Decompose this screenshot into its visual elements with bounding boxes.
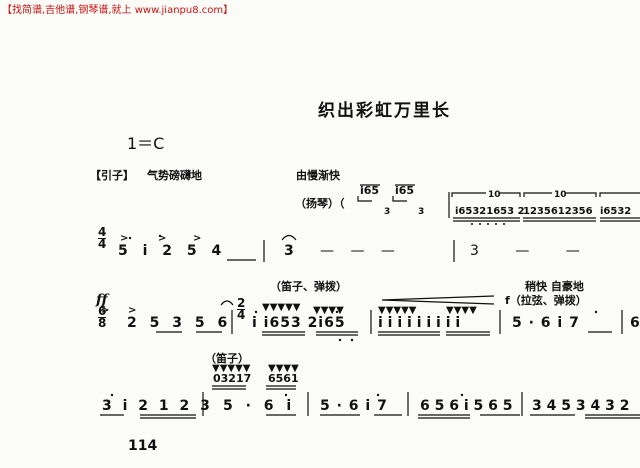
staff3-measure5: 3 4 5 3 4 3 2	[532, 398, 630, 414]
tuplet-ten-1: 10	[488, 190, 501, 200]
staff2-measure5: 6	[630, 315, 640, 331]
staff3-measure4: 6 5 6 i 5 6 5	[420, 398, 513, 414]
accent-mark: >	[158, 233, 166, 244]
instrument-label: （扬琴）（	[295, 197, 345, 210]
staff2-measure4: 5 · 6 i 7	[512, 315, 580, 331]
intro-label: 【引子】	[90, 169, 134, 182]
staff3-measure1: 3 i 2 1 2 3	[102, 398, 211, 414]
low-octave-dot	[471, 223, 473, 225]
tuplet-bracket-1	[451, 192, 521, 197]
accent-mark: >	[128, 305, 136, 316]
staff3-measure2: 5 · 6 i	[223, 398, 293, 414]
low-octave-dot	[487, 223, 489, 225]
staff2-measure1: 2 5 3 5 6	[127, 315, 229, 331]
tuplet-three-2: 3	[418, 207, 425, 217]
annotation-flute: （笛子）	[205, 352, 249, 365]
staff1-measure1: 5 i 2 5 4	[118, 243, 223, 259]
triangle-marks: ▼▼▼▼▼	[262, 302, 301, 313]
expression-mark: 气势磅礴地	[147, 169, 202, 182]
grace-bracket-2	[392, 196, 407, 202]
tuplet-bracket-3	[599, 192, 640, 197]
grace-notes-1: i65	[360, 184, 380, 197]
octave-dot	[254, 310, 258, 314]
octave-dot	[335, 310, 339, 314]
staff1-measure3: 3 — —	[470, 243, 581, 259]
octave-dot	[128, 236, 132, 240]
page-number: 114	[128, 438, 158, 454]
fermata-s2	[220, 300, 234, 306]
run-notes-2: 1235612356	[523, 206, 593, 217]
accent-mark: >	[193, 233, 201, 244]
staff1-sustain-note: 3	[284, 243, 295, 259]
octave-dot	[284, 393, 288, 397]
octave-dot	[158, 234, 162, 238]
accent-mark: >	[101, 305, 109, 316]
tuplet-bracket-2	[523, 192, 597, 197]
tuplet-three-1: 3	[384, 207, 391, 217]
crescendo-hairpin	[381, 295, 495, 305]
staff3-measure3: 5 · 6 i 7	[320, 398, 388, 414]
staff2-measure3: i i i i i i i i i	[378, 315, 461, 331]
run-notes-1: i65321653 2	[455, 206, 525, 217]
annotation-tempo-proud: 稍快 自豪地	[525, 280, 584, 293]
staff1-dashes: — — —	[320, 243, 396, 259]
triangle-marks: ▼▼▼▼	[313, 305, 344, 316]
song-title: 织出彩虹万里长	[318, 101, 451, 121]
octave-dot	[594, 310, 598, 314]
low-octave-dot	[503, 223, 505, 225]
key-signature: 1＝C	[127, 134, 165, 153]
grace-notes-2: i65	[395, 184, 415, 197]
tuplet-ten-2: 10	[554, 190, 567, 200]
annotation-strings: f（拉弦、弹拨）	[505, 294, 587, 307]
accent-mark: >	[120, 233, 128, 244]
grace-bracket-1	[357, 196, 372, 202]
triangle-marks: ▼▼▼▼▼	[378, 305, 417, 316]
tempo-mark: 由慢渐快	[296, 169, 340, 182]
annotation-flute-pluck: （笛子、弹拨）	[270, 280, 347, 293]
triangle-marks: ▼▼▼▼	[446, 305, 477, 316]
octave-dot	[460, 393, 464, 397]
upper-voice-2: 6561	[268, 372, 299, 385]
low-octave-dot	[479, 223, 481, 225]
fermata-s1	[281, 234, 297, 241]
low-octave-dot	[338, 338, 342, 342]
octave-dot	[110, 393, 114, 397]
upper-voice-1: 03217	[213, 372, 252, 385]
low-octave-dot	[495, 223, 497, 225]
staff2-measure2: i i653 2i65	[252, 315, 346, 331]
triangle-marks: ▼▼▼▼	[268, 363, 299, 374]
dynamic-ff: ff	[96, 292, 108, 308]
site-banner: 【找简谱,吉他谱,钢琴谱,就上 www.jianpu8.com】	[2, 5, 234, 16]
triangle-marks: ▼▼▼▼▼	[212, 363, 251, 374]
run-notes-3: i6532	[600, 206, 632, 217]
low-octave-dot	[350, 338, 354, 342]
octave-dot	[376, 393, 380, 397]
